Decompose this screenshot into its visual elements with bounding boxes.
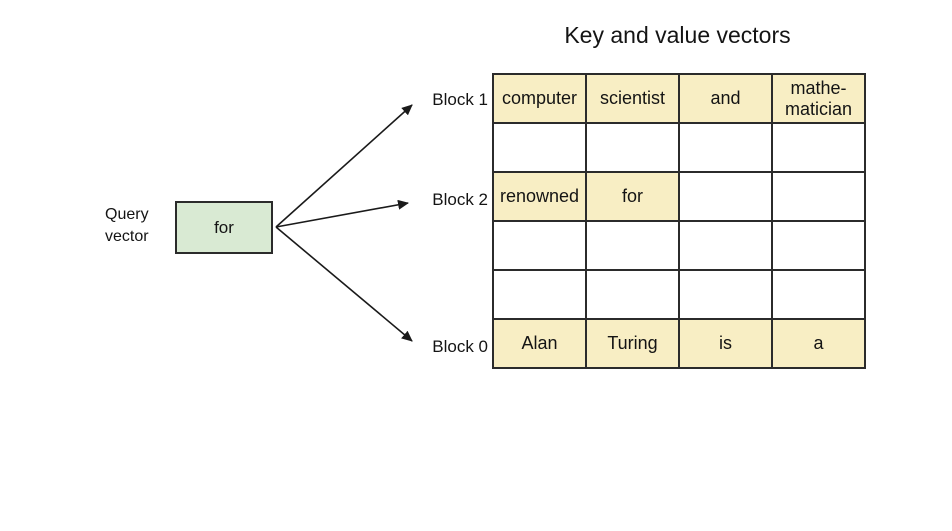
kv-cell-empty (492, 220, 587, 271)
kv-cell-alan: Alan (492, 318, 587, 369)
block-0-label: Block 0 (432, 337, 488, 356)
kv-cell-computer: computer (492, 73, 587, 124)
query-vector-label: Query vector (105, 206, 149, 245)
query-token: for (214, 217, 234, 237)
kv-cell-empty (492, 122, 587, 173)
kv-cell-is: is (678, 318, 773, 369)
kv-cell-for: for (585, 171, 680, 222)
kv-cell-renowned: renowned (492, 171, 587, 222)
kv-cell-empty (585, 269, 680, 320)
kv-cell-empty (678, 220, 773, 271)
arrow-to-block-1 (275, 104, 413, 228)
kv-cell-and: and (678, 73, 773, 124)
kv-cell-a: a (771, 318, 866, 369)
kv-cell-empty (585, 122, 680, 173)
kv-cell-empty (771, 269, 866, 320)
arrow-to-block-0 (275, 226, 413, 342)
table-row (492, 122, 866, 173)
query-token-box: for (175, 201, 273, 254)
table-row (492, 220, 866, 271)
kv-cell-empty (771, 171, 866, 222)
kv-cell-turing: Turing (585, 318, 680, 369)
table-row (492, 269, 866, 320)
kv-cell-empty (678, 171, 773, 222)
kv-cell-scientist: scientist (585, 73, 680, 124)
arrow-to-block-2 (275, 199, 409, 228)
kv-cell-empty (678, 122, 773, 173)
kv-cell-empty (771, 122, 866, 173)
block-1-label: Block 1 (432, 90, 488, 109)
diagram-title: Key and value vectors (564, 22, 791, 48)
kv-cell-mathe-matician: mathe- matician (771, 73, 866, 124)
block-2-label: Block 2 (432, 190, 488, 209)
kv-cell-empty (492, 269, 587, 320)
kv-cell-empty (771, 220, 866, 271)
kv-cell-empty (678, 269, 773, 320)
kv-cell-empty (585, 220, 680, 271)
